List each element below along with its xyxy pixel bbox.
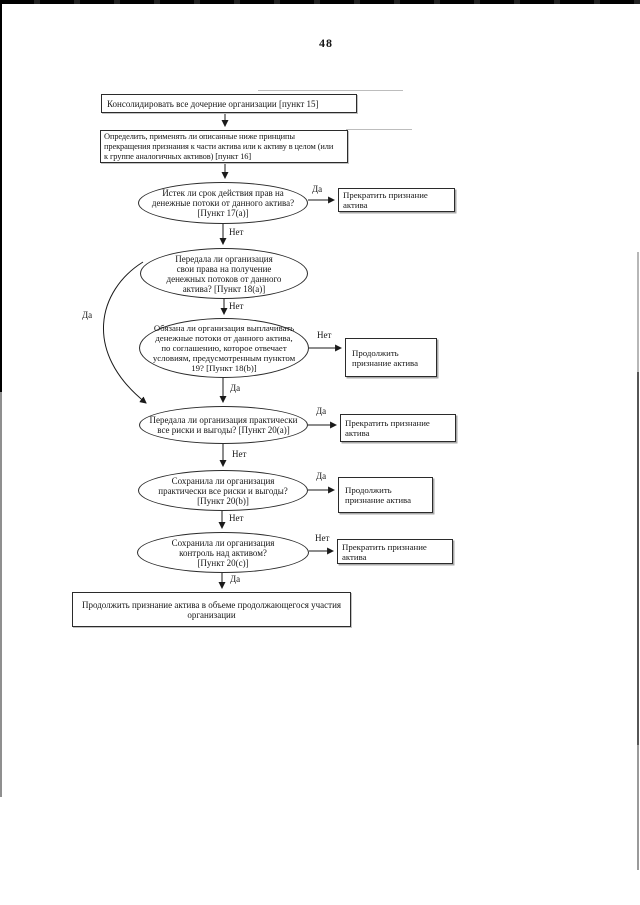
edge-label-yes: Да [312,184,323,194]
flowchart-decision-retained-control: Сохранила ли организация контроль над ак… [137,532,309,573]
flowchart-decision-retained-risks: Сохранила ли организация практически все… [138,470,308,511]
page-edge-right-light [637,252,639,372]
flowchart-result-continue-1: Продолжить признание актива [345,338,437,377]
page-number: 48 [319,36,333,50]
flowchart-decision-transferred-rights: Передала ли организация свои права на по… [140,248,308,299]
flowchart-result-derecognise-3: Прекратить признание актива [337,539,453,564]
flowchart-decision-rights-expired: Истек ли срок действия прав на денежные … [138,182,308,224]
edge-label-yes: Да [316,471,327,481]
node-label: Продолжить признание актива [352,347,418,368]
page-edge-right-mid [637,745,639,870]
node-label: Истек ли срок действия прав на денежные … [151,188,295,218]
flowchart-result-derecognise-1: Прекратить признание актива [338,188,455,212]
page-edge-right-dark [637,372,639,745]
edge-label-no: Нет [229,513,244,523]
flowchart-node-consolidate: Консолидировать все дочерние организации… [101,94,357,113]
edge-label-no: Нет [315,533,330,543]
edge-label-yes: Да [230,574,241,584]
node-label: Определить, применять ли описанные ниже … [104,131,334,161]
page-edge-left-dark [0,0,2,392]
node-label: Обязана ли организация выплачивать денеж… [152,323,296,373]
flowchart-decision-obligation-to-pay: Обязана ли организация выплачивать денеж… [139,318,309,378]
edge-label-no: Нет [229,227,244,237]
node-label: Продолжить признание актива в объеме про… [81,599,342,620]
edge-label-yes: Да [316,406,327,416]
flowchart-node-determine-scope: Определить, применять ли описанные ниже … [100,130,348,163]
edge-label-no: Нет [232,449,247,459]
flowchart-node-continuing-involvement: Продолжить признание актива в объеме про… [72,592,351,627]
node-label: Продолжить признание актива [345,485,411,505]
scan-artifact-line [258,90,403,91]
flowchart-decision-transferred-risks: Передала ли организация практически все … [139,406,308,444]
page-edge-top [0,0,640,4]
node-label: Передала ли организация практически все … [149,415,298,435]
node-label: Сохранила ли организация практически все… [158,475,288,506]
edge-label-no: Нет [317,330,332,340]
node-label: Прекратить признание актива [345,418,430,438]
edge-label-yes: Да [82,310,93,320]
scan-artifact-line [346,129,412,130]
node-label: Сохранила ли организация контроль над ак… [171,537,275,568]
page-edge-left-light [0,392,2,797]
node-label: Прекратить признание актива [342,541,427,562]
flowchart-result-derecognise-2: Прекратить признание актива [340,414,456,442]
node-label: Консолидировать все дочерние организации… [107,98,319,109]
node-label: Передала ли организация свои права на по… [166,253,282,294]
flowchart-result-continue-2: Продолжить признание актива [338,477,433,513]
edge-label-yes: Да [230,383,241,393]
node-label: Прекратить признание актива [343,190,428,210]
edge-label-no: Нет [229,301,244,311]
